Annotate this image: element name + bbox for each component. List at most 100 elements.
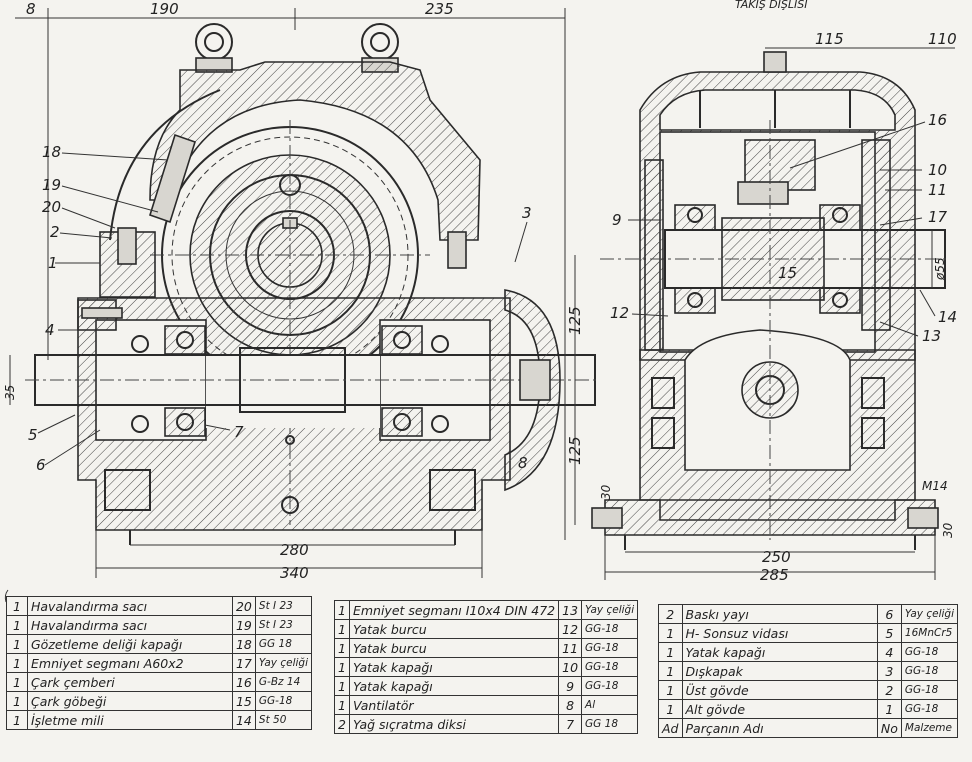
part-material: Al	[581, 695, 639, 715]
part-material: Yay çeliği	[254, 653, 313, 673]
part-name: Vantilatör	[348, 695, 560, 715]
part-name: Yatak burcu	[348, 638, 560, 658]
part-name: Dışkapak	[681, 661, 878, 681]
part-number: 17	[231, 653, 256, 673]
part-number: 3	[876, 661, 902, 681]
part-number: 5	[876, 623, 902, 643]
callout-19: 19	[42, 176, 61, 194]
callout-18: 18	[42, 143, 61, 161]
callout-20: 20	[42, 198, 61, 216]
dim-m14: M14	[922, 479, 948, 493]
callout-2: 2	[50, 223, 60, 241]
part-name: Gözetleme deliği kapağı	[27, 634, 233, 654]
callout-12: 12	[610, 304, 629, 322]
right-dimensions: 115 110 250 285 30 30 ø55 M14	[599, 30, 957, 584]
dim-125-upper: 125	[566, 306, 584, 335]
callout-6: 6	[36, 456, 46, 474]
part-quantity: 1	[334, 638, 350, 658]
part-quantity: 2	[334, 714, 350, 734]
part-material: St I 23	[254, 615, 313, 635]
part-quantity: 2	[658, 604, 683, 624]
left-dimensions: 8 190 235 280 340 125 125 35	[3, 0, 584, 582]
callout-5: 5	[28, 426, 38, 444]
part-quantity: 1	[658, 642, 683, 662]
dim-250: 250	[762, 548, 791, 566]
part-material: G-Bz 14	[254, 672, 313, 692]
dim-30-left: 30	[599, 484, 613, 500]
part-material: Yay çeliği	[900, 604, 959, 624]
callout-10: 10	[928, 161, 947, 179]
dim-125-lower: 125	[566, 436, 584, 465]
dim-340: 340	[280, 564, 309, 582]
part-material: Malzeme	[900, 718, 959, 738]
callout-16: 16	[928, 111, 947, 129]
part-quantity: 1	[6, 653, 28, 673]
part-number: 7	[558, 714, 583, 734]
dim-diameter-55: ø55	[933, 257, 947, 281]
part-material: GG-18	[900, 680, 959, 700]
part-name: Yağ sıçratma diksi	[348, 714, 560, 734]
callout-9: 9	[612, 211, 622, 229]
part-number: 16	[231, 672, 256, 692]
callout-17: 17	[928, 208, 948, 226]
part-quantity: Ad	[658, 718, 683, 738]
part-number: 11	[558, 638, 583, 658]
part-quantity: 1	[6, 672, 28, 692]
part-material: GG-18	[900, 699, 959, 719]
part-name: Emniyet segmanı A60x2	[27, 653, 233, 673]
part-number: 1	[876, 699, 902, 719]
part-number: 18	[231, 634, 256, 654]
header-text: TAKIŞ DİŞLİSİ	[735, 0, 808, 11]
part-quantity: 1	[658, 699, 683, 719]
part-number: 9	[558, 676, 583, 696]
part-material: St 50	[254, 710, 313, 730]
part-quantity: 1	[658, 623, 683, 643]
callout-14: 14	[938, 308, 957, 326]
part-number: 19	[231, 615, 256, 635]
part-number: No	[876, 718, 902, 738]
part-name: İşletme mili	[27, 710, 233, 730]
part-name: Yatak kapağı	[348, 657, 560, 677]
part-number: 14	[231, 710, 256, 730]
callout-8: 8	[518, 454, 528, 472]
callout-15: 15	[778, 264, 797, 282]
part-number: 4	[876, 642, 902, 662]
part-quantity: 1	[334, 676, 350, 696]
part-number: 20	[231, 596, 256, 616]
part-quantity: 1	[658, 680, 683, 700]
part-number: 12	[558, 619, 583, 639]
part-material: GG-18	[581, 676, 639, 696]
left-callouts: 18 19 20 2 1 4 5 6 7 8 3	[28, 143, 532, 474]
part-name: Yatak kapağı	[348, 676, 560, 696]
part-material: GG 18	[581, 714, 639, 734]
part-quantity: 1	[334, 619, 350, 639]
dim-190: 190	[150, 0, 179, 18]
part-material: Yay çeliği	[581, 600, 639, 620]
part-material: GG-18	[581, 638, 639, 658]
part-material: GG 18	[254, 634, 313, 654]
dim-110: 110	[928, 30, 957, 48]
part-number: 10	[558, 657, 583, 677]
part-name: Parçanın Adı	[681, 718, 878, 738]
part-number: 15	[231, 691, 256, 711]
callout-1: 1	[48, 254, 58, 272]
part-quantity: 1	[658, 661, 683, 681]
